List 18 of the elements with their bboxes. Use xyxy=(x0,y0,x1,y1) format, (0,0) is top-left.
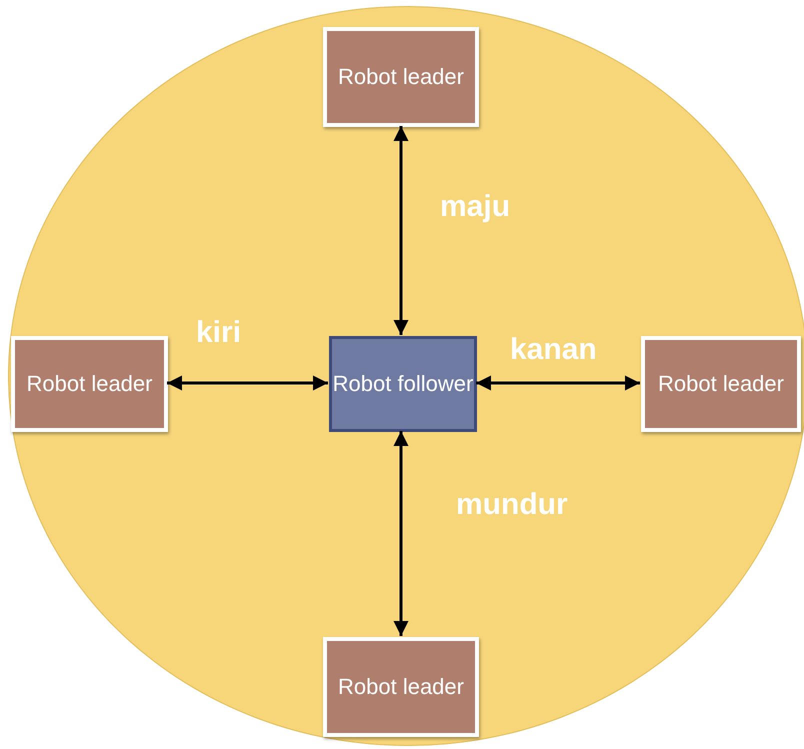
node-text: Robot leader xyxy=(26,370,152,398)
leader-box xyxy=(323,637,479,737)
node-text: Robot leader xyxy=(338,63,464,92)
arrow xyxy=(394,126,408,335)
leader-box xyxy=(641,336,801,432)
arrow xyxy=(394,431,408,636)
node-text: Robot follower xyxy=(332,370,474,398)
arrow xyxy=(167,376,328,390)
leader-box xyxy=(323,27,479,127)
edge-label: maju xyxy=(440,190,510,224)
follower-box xyxy=(329,336,477,432)
edge-label: kanan xyxy=(510,333,597,367)
arrow xyxy=(476,376,640,390)
edge-label: mundur xyxy=(456,488,568,522)
node-text: Robot leader xyxy=(338,673,464,702)
leader-box xyxy=(11,336,168,432)
edge-label: kiri xyxy=(196,316,242,350)
node-text: Robot leader xyxy=(658,370,784,398)
